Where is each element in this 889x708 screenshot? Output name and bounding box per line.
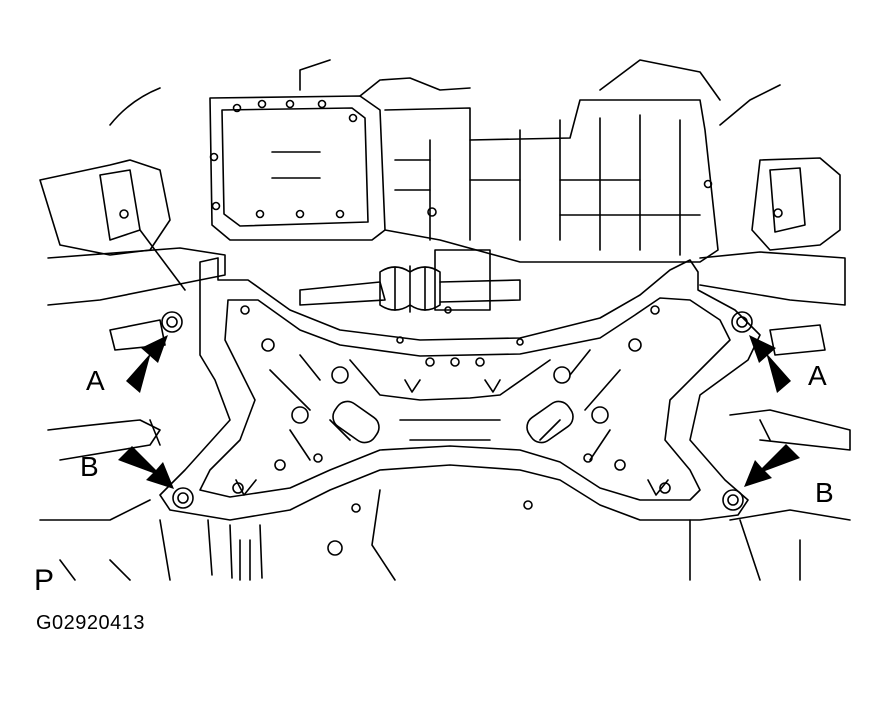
arrow-a-right: [749, 335, 791, 393]
view-marker: P: [34, 564, 54, 597]
arrow-b-left: [118, 446, 174, 489]
right-side-components: [699, 84, 851, 521]
suspension-crossmember: [159, 257, 761, 556]
lower-assemblies: [59, 489, 801, 581]
label-b-right: B: [815, 477, 834, 508]
bolt-a-right: [731, 311, 753, 333]
bolt-b-left: [172, 487, 194, 509]
bolt-b-right: [722, 489, 744, 511]
label-b-left: B: [80, 451, 99, 482]
arrow-a-left: [126, 335, 168, 393]
label-a-right: A: [808, 360, 827, 391]
transmission-outline: [209, 59, 721, 263]
drive-shaft-boot: [299, 249, 521, 313]
figure-id: G02920413: [36, 612, 146, 634]
bolt-a-left: [161, 311, 183, 333]
arrow-b-right: [744, 444, 800, 487]
left-side-components: [39, 87, 226, 521]
label-a-left: A: [86, 365, 105, 396]
